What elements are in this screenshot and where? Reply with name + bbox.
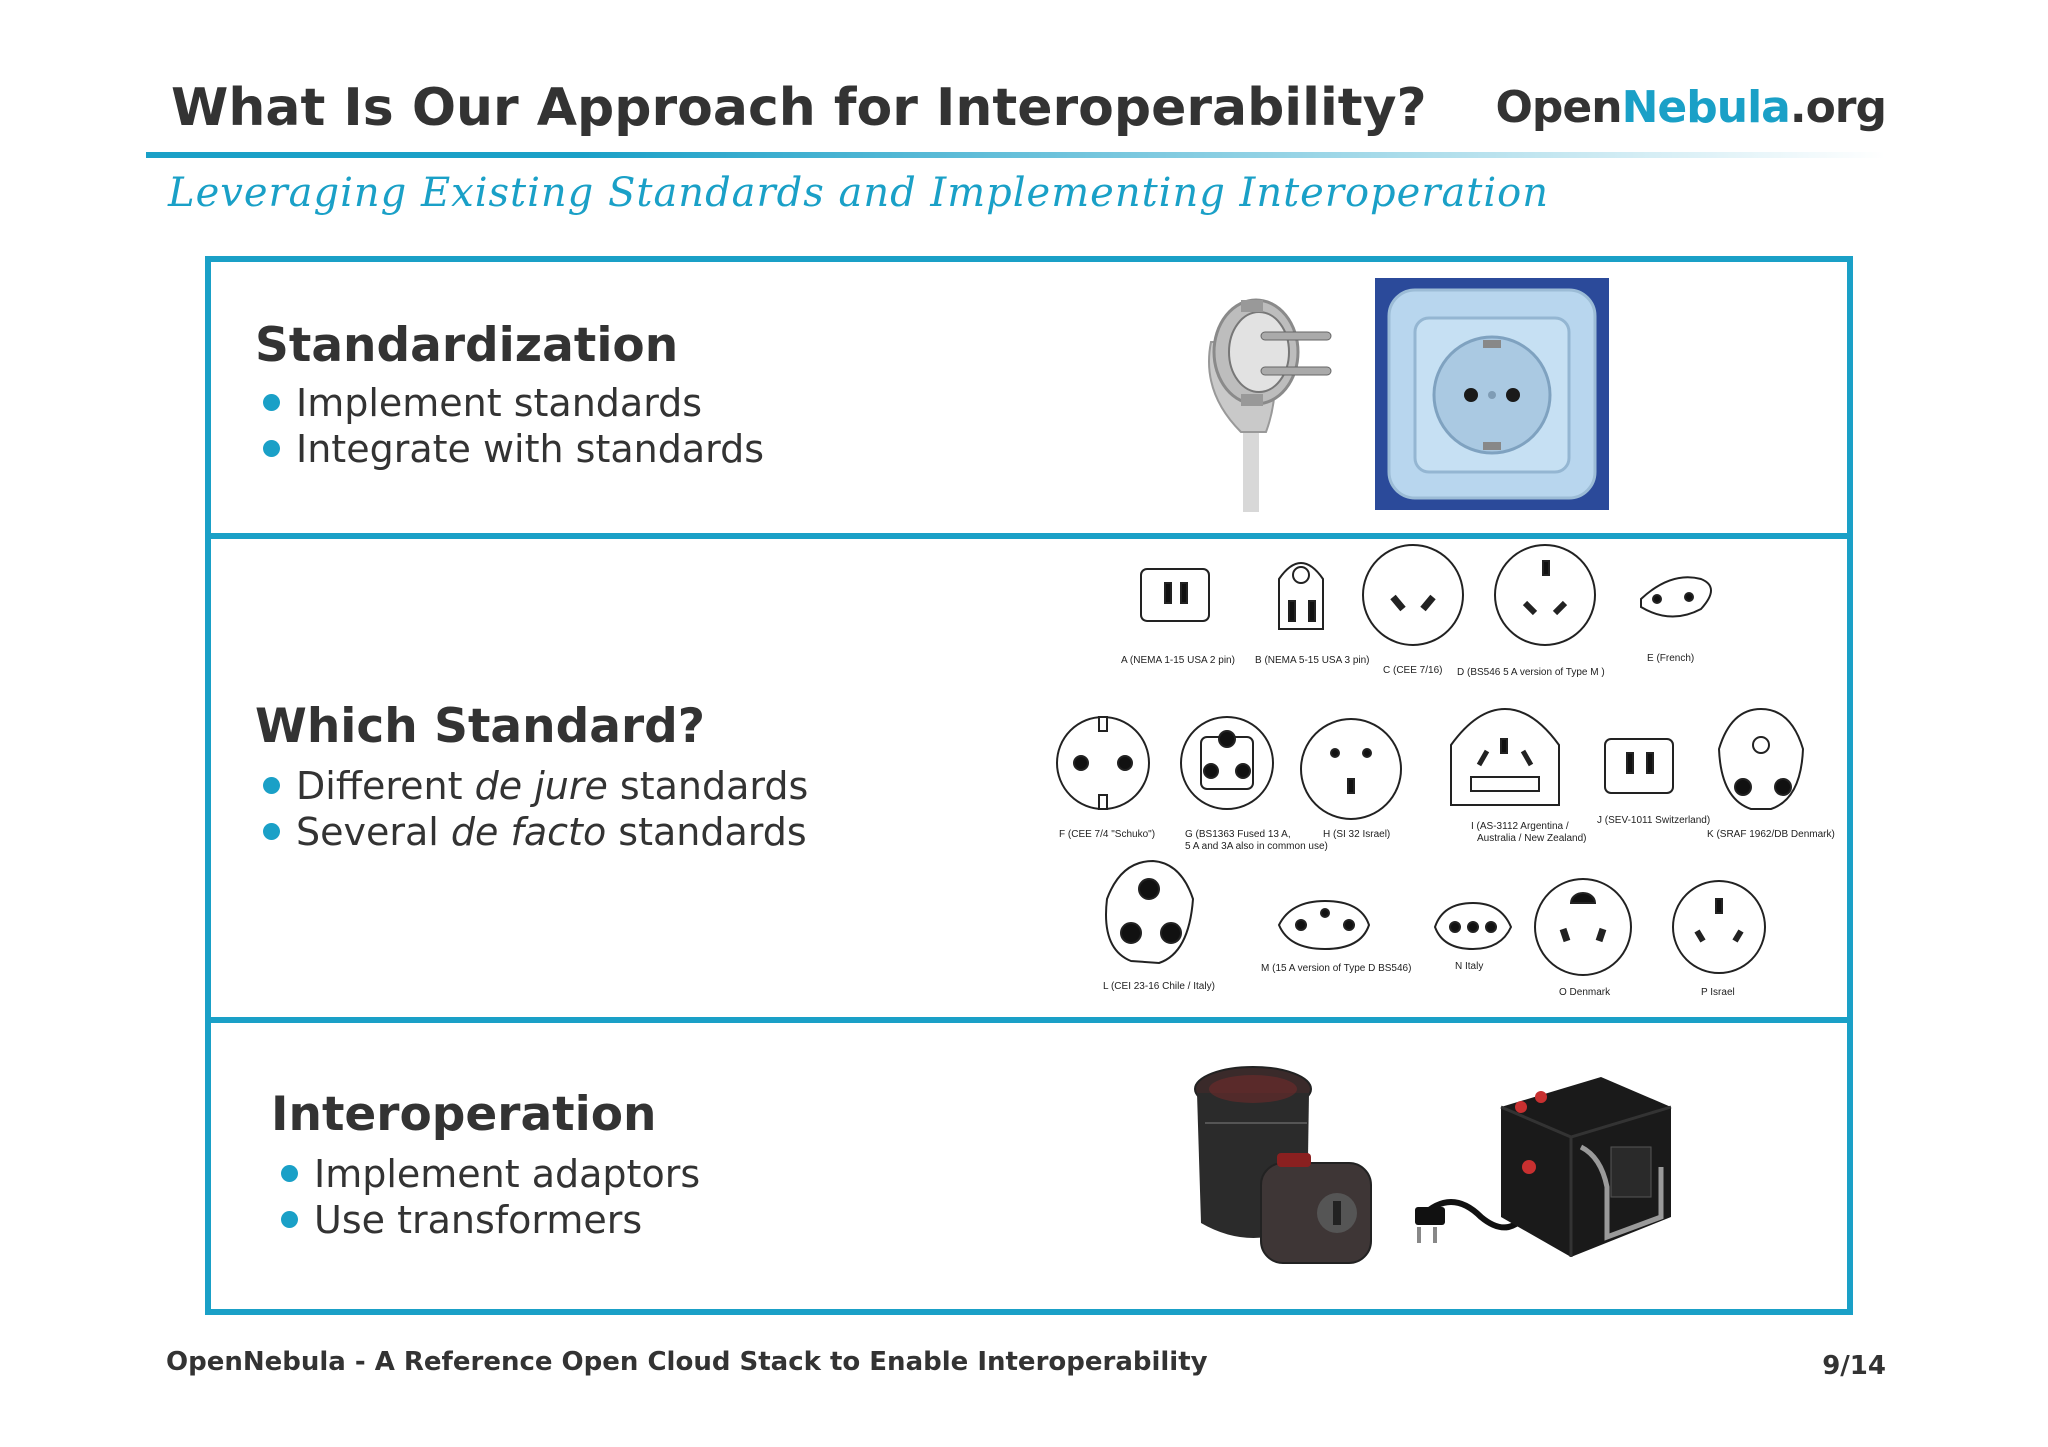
bullet-de-facto: Several de facto standards (263, 809, 807, 855)
plug-b-label: B (NEMA 5-15 USA 3 pin) (1255, 655, 1370, 666)
slide-title: What Is Our Approach for Interoperabilit… (171, 78, 1427, 138)
plug-o-label: O Denmark (1559, 987, 1611, 998)
page-number: 9/14 (1822, 1351, 1886, 1381)
title-rule (146, 152, 1886, 158)
plug-k-icon (1717, 707, 1805, 810)
bullet-dot (281, 1211, 298, 1228)
plug-types-chart: A (NEMA 1-15 USA 2 pin) B (NEMA 5-15 USA… (1056, 544, 1835, 998)
plug-g-label-1: G (BS1363 Fused 13 A, (1185, 829, 1291, 840)
plug-m-label: M (15 A version of Type D BS546) (1261, 963, 1411, 974)
plug-i-label-1: I (AS-3112 Argentina / (1471, 821, 1569, 832)
bullet-de-jure: Different de jure standards (263, 763, 808, 809)
plug-m-icon (1277, 899, 1371, 951)
bullet-dot (263, 777, 280, 794)
plug-g-label-2: 5 A and 3A also in common use) (1185, 841, 1328, 852)
plug-p-label: P Israel (1701, 987, 1735, 998)
brand-nebula: Nebula (1621, 82, 1791, 133)
plug-o-icon (1534, 878, 1632, 976)
footer-text: OpenNebula - A Reference Open Cloud Stac… (166, 1347, 1208, 1377)
bullet-dot (281, 1165, 298, 1182)
plug-k-label: K (SRAF 1962/DB Denmark) (1707, 829, 1835, 840)
plug-a-icon (1140, 568, 1210, 622)
plug-i-icon (1450, 707, 1560, 806)
bullet-implement-standards: Implement standards (263, 380, 702, 426)
bullet-dot (263, 394, 280, 411)
schuko-plug-image (1208, 298, 1332, 512)
plug-a-label: A (NEMA 1-15 USA 2 pin) (1121, 655, 1235, 666)
standardization-heading: Standardization (255, 318, 679, 373)
plug-l-label: L (CEI 23-16 Chile / Italy) (1103, 981, 1215, 992)
plug-d-icon (1494, 544, 1596, 646)
plug-h-label: H (SI 32 Israel) (1323, 829, 1390, 840)
plug-c-label: C (CEE 7/16) (1383, 665, 1442, 676)
plug-n-icon (1433, 901, 1513, 951)
plug-l-icon (1105, 859, 1195, 965)
plug-c-icon (1362, 544, 1464, 646)
plug-f-icon (1056, 716, 1150, 810)
plug-g-icon (1180, 716, 1274, 810)
plug-f-label: F (CEE 7/4 "Schuko") (1059, 829, 1155, 840)
interoperation-heading: Interoperation (271, 1087, 657, 1142)
which-standard-heading: Which Standard? (255, 699, 706, 754)
brand-open: Open (1495, 82, 1623, 133)
slide-subtitle: Leveraging Existing Standards and Implem… (168, 170, 1549, 216)
travel-adaptor-image (1194, 1066, 1372, 1264)
voltage-transformer-image (1415, 1077, 1672, 1257)
brand-logo: OpenNebula.org (1495, 82, 1887, 133)
interoperation-panel: Interoperation Implement adaptors Use tr… (205, 1017, 1853, 1315)
plug-n-label: N Italy (1455, 961, 1483, 972)
bullet-dot (263, 823, 280, 840)
bullet-implement-adaptors: Implement adaptors (281, 1151, 700, 1197)
brand-org: .org (1789, 82, 1887, 133)
standardization-panel: Standardization Implement standards Inte… (205, 256, 1853, 539)
plug-j-icon (1604, 738, 1674, 794)
bullet-integrate-standards: Integrate with standards (263, 426, 764, 472)
which-standard-panel: Which Standard? Different de jure standa… (205, 533, 1853, 1023)
plug-e-label: E (French) (1647, 653, 1694, 664)
plug-b-icon (1278, 562, 1324, 630)
bullet-use-transformers: Use transformers (281, 1197, 642, 1243)
plug-d-label: D (BS546 5 A version of Type M ) (1457, 667, 1605, 678)
bullet-dot (263, 440, 280, 457)
plug-j-label: J (SEV-1011 Switzerland) (1597, 815, 1710, 826)
plug-e-icon (1640, 576, 1712, 618)
plug-h-icon (1300, 718, 1402, 820)
wall-socket-image (1375, 278, 1609, 510)
plug-p-icon (1672, 880, 1766, 974)
plug-i-label-2: Australia / New Zealand) (1477, 833, 1587, 844)
